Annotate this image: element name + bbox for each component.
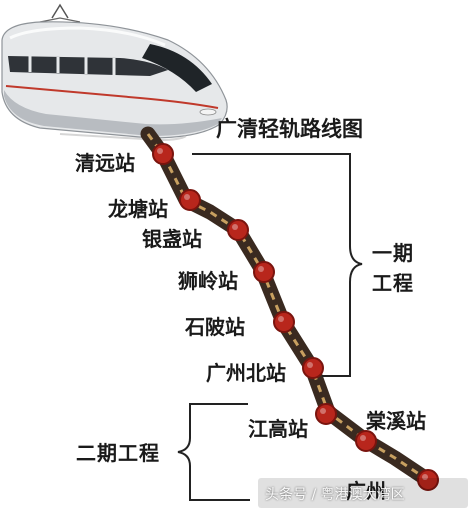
station-label: 广州北站 bbox=[206, 361, 286, 385]
watermark-backdrop bbox=[258, 478, 468, 508]
station-label: 江高站 bbox=[248, 417, 308, 441]
station-dot bbox=[417, 469, 439, 491]
station-dot-highlight bbox=[278, 316, 284, 322]
station-dot bbox=[152, 143, 174, 165]
phase1-label: 一期 工程 bbox=[372, 241, 414, 295]
station-label: 银盏站 bbox=[142, 227, 202, 251]
station-label: 棠溪站 bbox=[366, 409, 426, 433]
station-label: 广州 bbox=[346, 479, 386, 503]
station-dot bbox=[355, 430, 377, 452]
station-dot bbox=[179, 189, 201, 211]
station-markers bbox=[152, 143, 439, 491]
station-dot-highlight bbox=[258, 266, 264, 272]
station-dot bbox=[227, 219, 249, 241]
station-label: 石陂站 bbox=[185, 315, 245, 339]
station-dot-highlight bbox=[232, 224, 238, 230]
station-dot-highlight bbox=[184, 194, 190, 200]
station-dot-highlight bbox=[422, 474, 428, 480]
station-dot-highlight bbox=[307, 362, 313, 368]
station-dot-highlight bbox=[157, 148, 163, 154]
map-title: 广清轻轨路线图 bbox=[216, 117, 363, 141]
watermark-text: 头条号 / 粤港澳大湾区 bbox=[265, 487, 405, 503]
station-dot bbox=[273, 311, 295, 333]
station-dot-highlight bbox=[360, 435, 366, 441]
station-dot-highlight bbox=[320, 408, 326, 414]
station-label: 清远站 bbox=[75, 151, 135, 175]
phase2-label: 二期工程 bbox=[76, 441, 160, 465]
station-label: 狮岭站 bbox=[178, 269, 238, 293]
phase2-bracket bbox=[177, 403, 250, 501]
station-label: 龙塘站 bbox=[108, 197, 168, 221]
train-illustration bbox=[1, 3, 228, 142]
phase1-bracket bbox=[192, 153, 363, 377]
station-dot bbox=[302, 357, 324, 379]
station-dot bbox=[253, 261, 275, 283]
station-dot bbox=[315, 403, 337, 425]
